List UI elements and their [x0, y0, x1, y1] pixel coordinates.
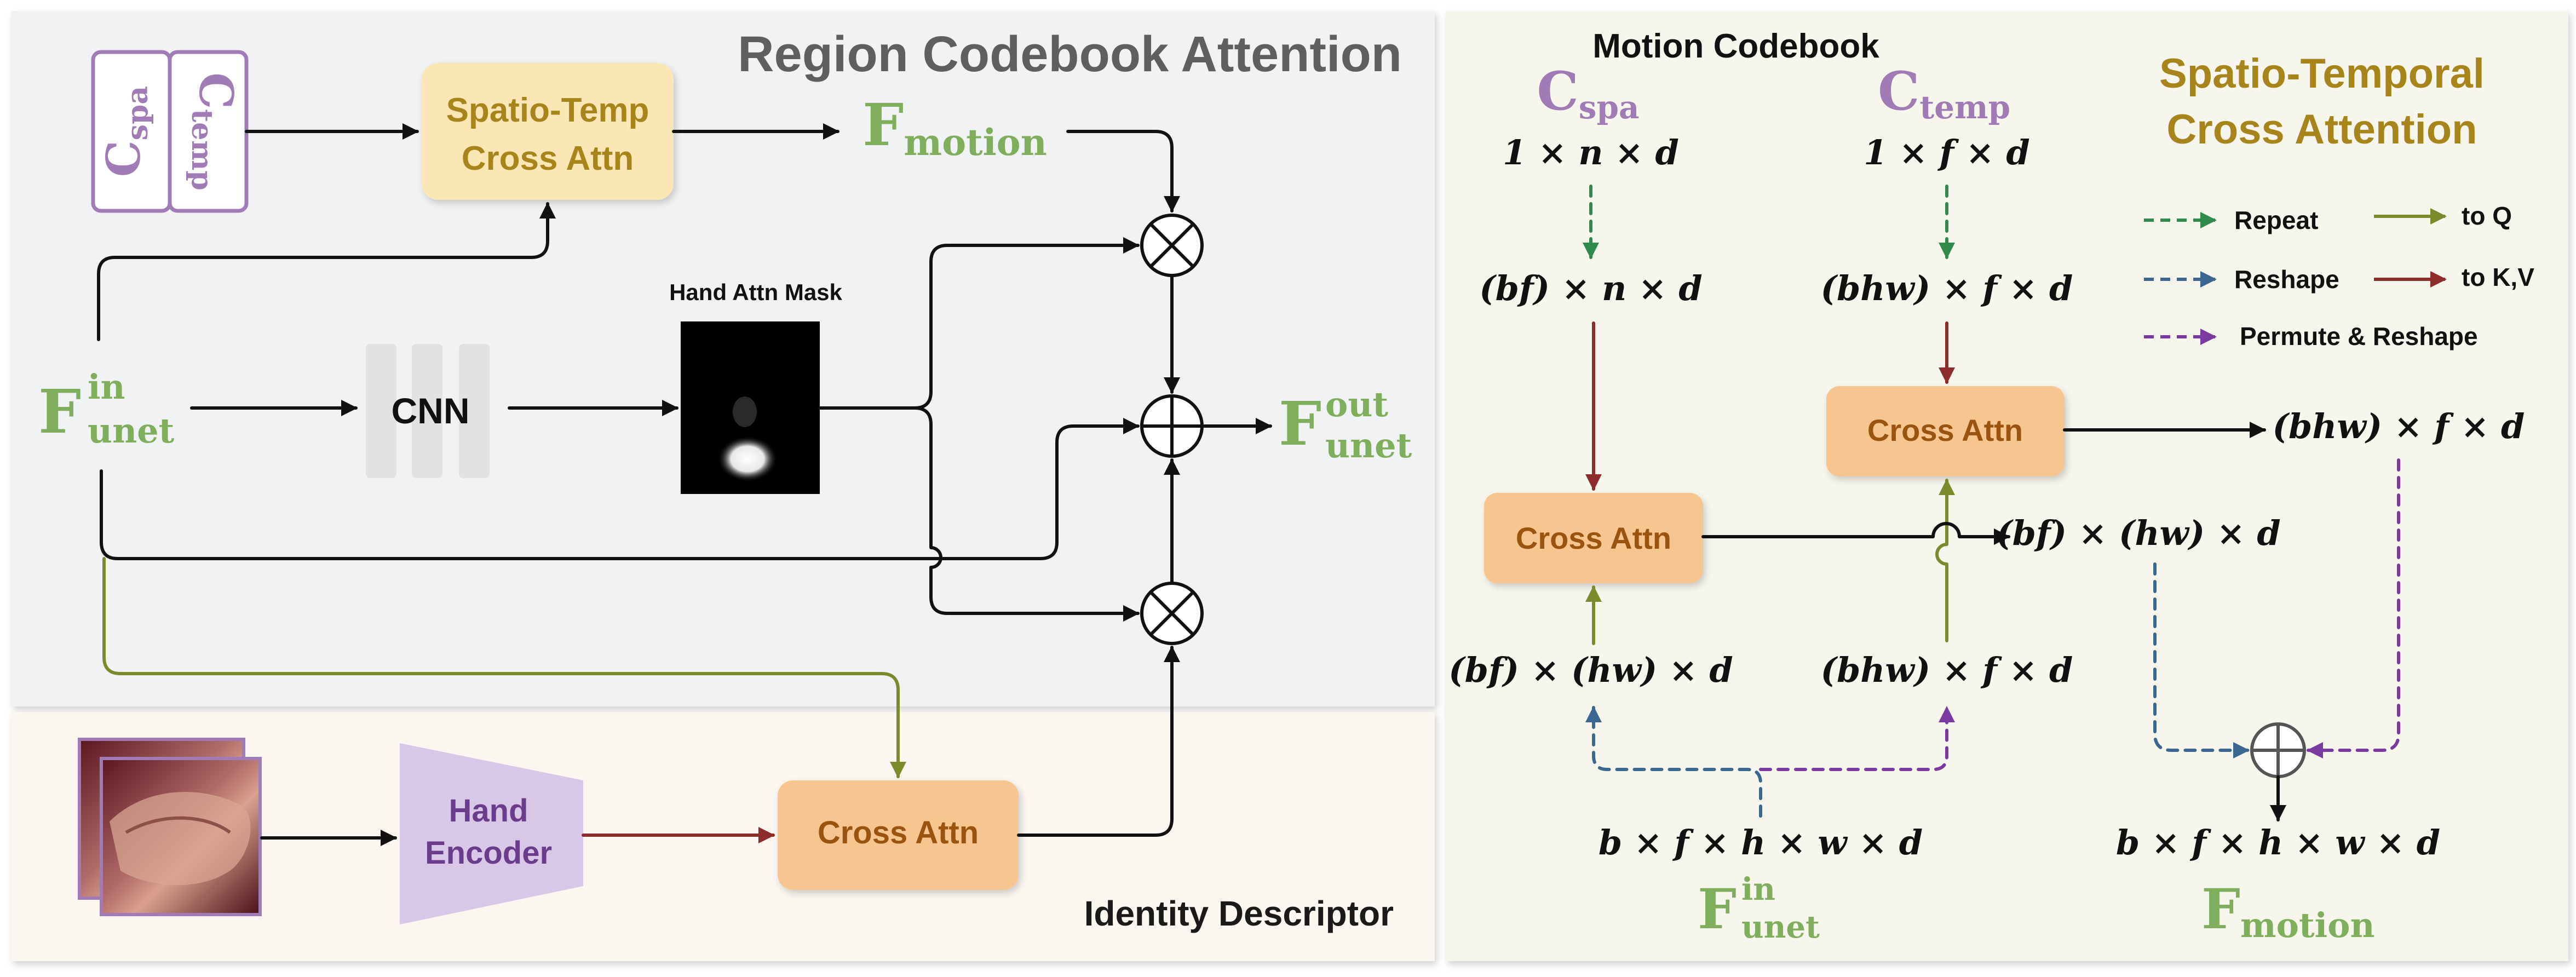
arrow-fmotion-to-multiply — [1066, 130, 1180, 212]
svg-text:F: F — [1279, 388, 1321, 459]
f-unet-out-label: F out unet — [1279, 384, 1412, 465]
motion-codebook-panel — [1446, 11, 2568, 961]
arrow-reshape-to-add — [2153, 562, 2250, 758]
svg-text:Cross Attn: Cross Attn — [462, 140, 634, 177]
svg-text:F: F — [38, 376, 81, 447]
svg-text:to Q: to Q — [2462, 202, 2512, 230]
legend-to-kv: to K,V — [2374, 263, 2534, 291]
f-unet-in-label: F in unet — [38, 367, 175, 451]
arrow-spatial-output — [1701, 522, 2010, 545]
svg-text:Permute & Reshape: Permute & Reshape — [2240, 322, 2478, 350]
st-cross-attention-title-2: Cross Attention — [2166, 106, 2477, 153]
arrow-permute-input-temp — [1759, 706, 1955, 771]
legend-to-q: to Q — [2374, 202, 2512, 230]
right-f-motion-label: Fmotion — [2201, 877, 2375, 945]
c-temp-shape: 1 × f × d — [1864, 133, 2029, 173]
svg-text:Encoder: Encoder — [425, 835, 552, 871]
dim-bhw-f-d-in: (bhw) × f × d — [1821, 650, 2073, 690]
dim-output-shape: b × f × h × w × d — [2116, 823, 2440, 863]
hand-encoder-block: Hand Encoder — [400, 743, 583, 924]
arrow-funet-residual-to-add — [100, 418, 1140, 560]
cnn-block: CNN — [366, 344, 490, 478]
temporal-cross-attn-box: Cross Attn — [1826, 386, 2065, 476]
arrow-funet-to-stattn — [97, 202, 556, 341]
dim-bf-n-d: (bf) × n × d — [1479, 268, 1702, 308]
motion-codebook-title: Motion Codebook — [1592, 27, 1879, 65]
multiply-node-top — [1140, 214, 1204, 277]
spatio-temp-cross-attn-box: Spatio-Temp Cross Attn — [422, 63, 674, 200]
svg-text:unet: unet — [88, 411, 175, 451]
hand-attn-mask-label: Hand Attn Mask — [669, 279, 842, 305]
svg-text:Hand: Hand — [449, 793, 528, 829]
right-add-node — [2250, 722, 2306, 778]
svg-text:to K,V: to K,V — [2462, 263, 2534, 291]
svg-text:Cross Attn: Cross Attn — [818, 815, 979, 850]
svg-text:Spatio-Temp: Spatio-Temp — [446, 91, 649, 129]
codebook-temp-label: Ctemp — [185, 72, 243, 190]
right-f-unet-in-label: F in unet — [1698, 871, 1820, 945]
arrow-funet-to-identity-attn — [102, 557, 906, 778]
legend-repeat: Repeat — [2144, 206, 2318, 234]
svg-text:unet: unet — [1741, 909, 1820, 945]
svg-text:unet: unet — [1325, 426, 1412, 465]
svg-text:Repeat: Repeat — [2234, 206, 2318, 234]
identity-cross-attn-box: Cross Attn — [778, 780, 1019, 890]
svg-text:Cross Attn: Cross Attn — [1516, 521, 1671, 555]
codebook-block: Cspa Ctemp — [91, 50, 249, 213]
dim-bhw-f-d-out: (bhw) × f × d — [2273, 406, 2525, 446]
legend-reshape: Reshape — [2144, 265, 2339, 294]
c-spa-shape: 1 × n × d — [1503, 133, 1679, 173]
codebook-spa-label: Cspa — [96, 86, 154, 177]
add-node — [1140, 394, 1204, 458]
c-spa-label: Cspa — [1537, 60, 1639, 126]
svg-text:Cross Attn: Cross Attn — [1867, 413, 2023, 447]
hand-image-stack — [78, 738, 262, 916]
dim-bf-hw-d-in: (bf) × (hw) × d — [1448, 650, 1733, 690]
svg-text:Reshape: Reshape — [2234, 265, 2339, 294]
svg-text:F: F — [1698, 877, 1737, 941]
dim-input-shape: b × f × h × w × d — [1599, 823, 1923, 863]
dim-bf-hw-d-out: (bf) × (hw) × d — [1996, 513, 2280, 553]
identity-descriptor-title: Identity Descriptor — [1084, 894, 1394, 933]
svg-text:in: in — [1741, 871, 1775, 907]
c-temp-label: Ctemp — [1878, 60, 2010, 126]
dim-bhw-f-d-top: (bhw) × f × d — [1821, 268, 2073, 308]
f-motion-label: Fmotion — [863, 90, 1047, 164]
multiply-node-bottom — [1140, 582, 1204, 645]
hand-attn-mask-image — [681, 321, 820, 494]
arrow-reshape-input-spa — [1585, 706, 1762, 818]
arrow-permute-to-add — [2307, 458, 2400, 758]
arrow-q-temp — [1935, 479, 1955, 642]
legend: Repeat to Q Reshape to K,V Permute & Res… — [2144, 202, 2534, 350]
svg-text:out: out — [1325, 384, 1388, 424]
st-cross-attention-title-1: Spatio-Temporal — [2159, 50, 2485, 97]
arrow-crossattn-to-multiply-bottom — [1017, 646, 1180, 837]
legend-permute: Permute & Reshape — [2144, 322, 2478, 350]
region-codebook-title: Region Codebook Attention — [738, 26, 1402, 82]
svg-text:in: in — [88, 367, 125, 407]
spatial-cross-attn-box: Cross Attn — [1484, 493, 1703, 583]
arrow-mask-to-multiply-top — [818, 237, 1140, 410]
svg-text:CNN: CNN — [392, 390, 470, 431]
